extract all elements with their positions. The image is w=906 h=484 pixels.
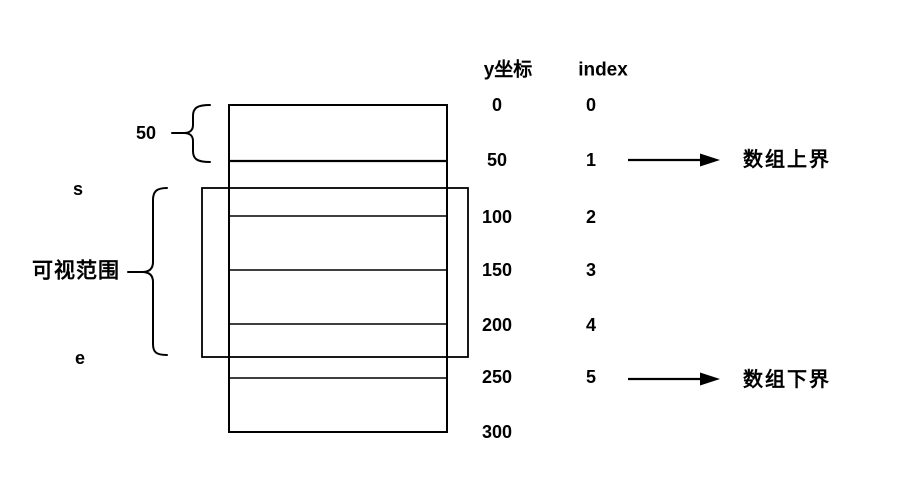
lower-bound-arrow [628, 372, 720, 386]
range-end-label: e [74, 348, 86, 368]
array-upper-bound-label: 数组上界 [743, 149, 831, 171]
index-0: 0 [585, 95, 597, 115]
y-scale-0: 0 [491, 95, 503, 115]
y-scale-150: 150 [481, 260, 513, 280]
row-height-brace [183, 104, 211, 163]
y-coordinate-header: y坐标 [483, 59, 533, 81]
index-1: 1 [585, 150, 597, 170]
index-4: 4 [585, 315, 597, 335]
visible-range-label: 可视范围 [32, 259, 120, 283]
y-scale-300: 300 [481, 422, 513, 442]
y-scale-250: 250 [481, 367, 513, 387]
y-scale-200: 200 [481, 315, 513, 335]
row-height-label: 50 [135, 123, 157, 143]
array-lower-bound-label: 数组下界 [743, 369, 831, 391]
upper-bound-arrow [628, 153, 720, 167]
index-5: 5 [585, 367, 597, 387]
index-header: index [578, 59, 628, 81]
index-3: 3 [585, 260, 597, 280]
index-2: 2 [585, 207, 597, 227]
y-scale-50: 50 [486, 150, 508, 170]
visible-range-brace [141, 187, 168, 356]
list-box [228, 104, 448, 433]
range-start-label: s [72, 179, 84, 199]
viewport-box [201, 187, 469, 358]
y-scale-100: 100 [481, 207, 513, 227]
